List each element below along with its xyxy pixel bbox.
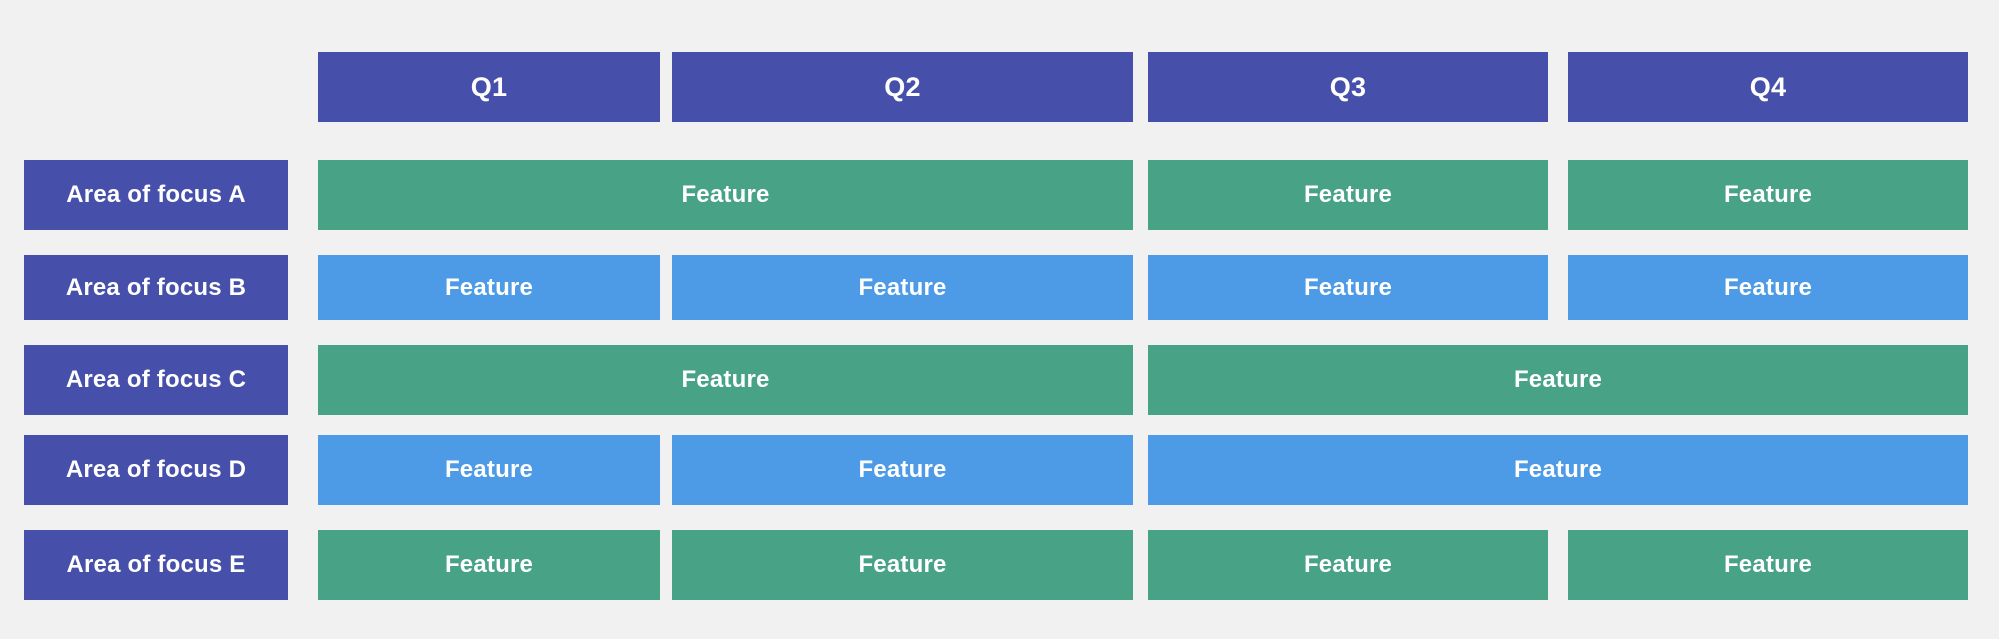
feature-bar-a-1[interactable]: Feature <box>1148 160 1548 230</box>
quarter-header-q4[interactable]: Q4 <box>1568 52 1968 122</box>
row-label-d[interactable]: Area of focus D <box>24 435 288 505</box>
feature-bar-e-2[interactable]: Feature <box>1148 530 1548 600</box>
feature-bar-a-0[interactable]: Feature <box>318 160 1133 230</box>
feature-bar-b-3[interactable]: Feature <box>1568 255 1968 320</box>
row-label-e[interactable]: Area of focus E <box>24 530 288 600</box>
row-label-c[interactable]: Area of focus C <box>24 345 288 415</box>
feature-bar-d-0[interactable]: Feature <box>318 435 660 505</box>
feature-bar-e-3[interactable]: Feature <box>1568 530 1968 600</box>
feature-bar-b-0[interactable]: Feature <box>318 255 660 320</box>
feature-bar-b-1[interactable]: Feature <box>672 255 1133 320</box>
feature-bar-e-0[interactable]: Feature <box>318 530 660 600</box>
quarter-header-q2[interactable]: Q2 <box>672 52 1133 122</box>
row-label-a[interactable]: Area of focus A <box>24 160 288 230</box>
row-label-b[interactable]: Area of focus B <box>24 255 288 320</box>
feature-bar-a-2[interactable]: Feature <box>1568 160 1968 230</box>
quarter-header-q3[interactable]: Q3 <box>1148 52 1548 122</box>
feature-bar-d-1[interactable]: Feature <box>672 435 1133 505</box>
feature-bar-d-2[interactable]: Feature <box>1148 435 1968 505</box>
feature-bar-b-2[interactable]: Feature <box>1148 255 1548 320</box>
quarter-header-q1[interactable]: Q1 <box>318 52 660 122</box>
feature-bar-e-1[interactable]: Feature <box>672 530 1133 600</box>
feature-bar-c-0[interactable]: Feature <box>318 345 1133 415</box>
feature-bar-c-1[interactable]: Feature <box>1148 345 1968 415</box>
